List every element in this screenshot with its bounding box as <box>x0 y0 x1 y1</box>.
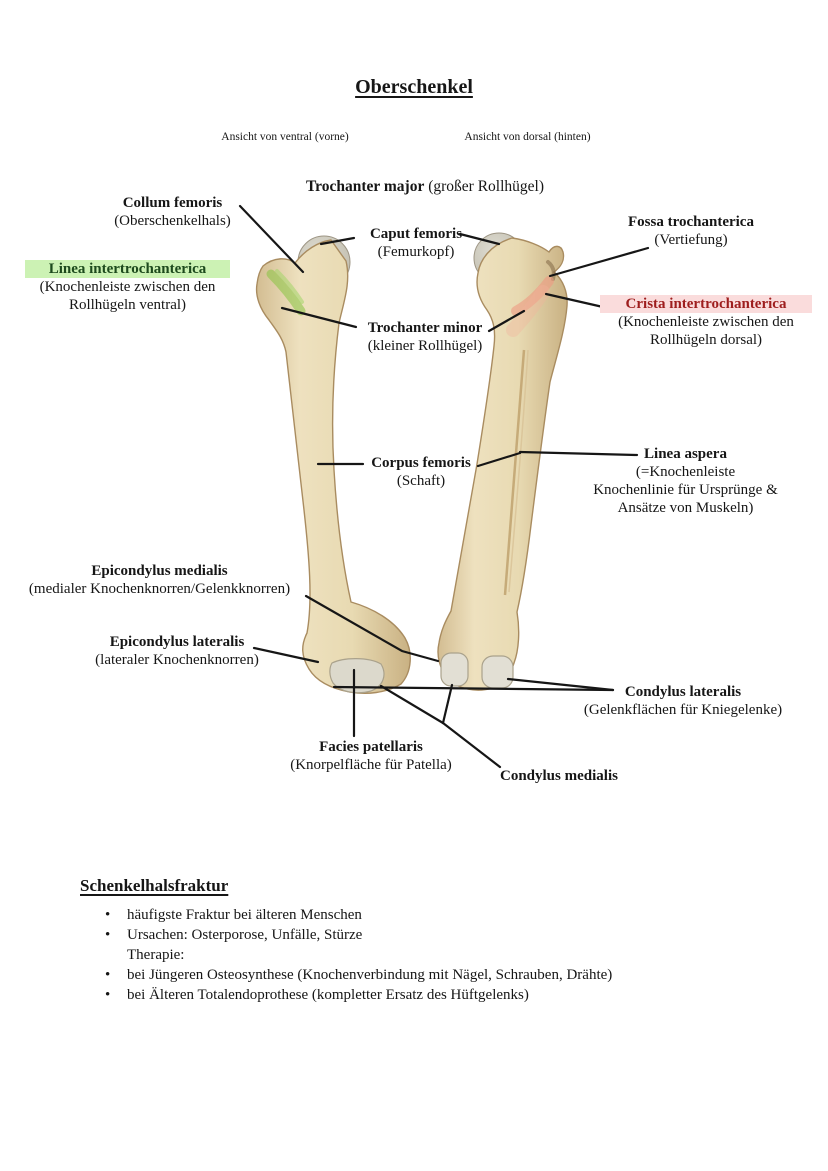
label-term-highlighted-pink: Crista intertrochanterica <box>600 295 812 313</box>
linea-intertrochanterica-marker-inner <box>275 269 304 304</box>
leader-condylus-lateralis-long <box>332 685 615 692</box>
condylus-lateralis-surface <box>481 655 514 689</box>
label-gloss: (Vertiefung) <box>654 232 728 248</box>
leader-crista-intertrochanterica <box>544 292 605 309</box>
bullet-marker <box>80 945 127 965</box>
label-gloss: (Schaft) <box>396 473 446 489</box>
leader-caput-femoris-left <box>319 236 356 246</box>
leader-condylus-lateralis-upper <box>506 677 615 692</box>
label-gloss: (Gelenkflächen für Kniegelenke) <box>583 702 783 718</box>
leader-corpus-femoris-right <box>476 451 522 468</box>
label-term: Trochanter major <box>305 178 425 195</box>
label-condylus-medialis: Condylus medialis <box>500 767 660 785</box>
label-term: Caput femoris <box>369 226 463 242</box>
fossa-trochanterica-notch <box>546 260 556 281</box>
label-term: Collum femoris <box>122 195 223 211</box>
bullet-marker: • <box>105 987 111 1003</box>
label-crista-intertrochanterica: Crista intertrochanterica (Knochenleiste… <box>600 295 812 349</box>
label-gloss: (Knorpelfläche für Patella) <box>290 757 452 773</box>
label-linea-aspera: Linea aspera (=Knochenleiste Knochenlini… <box>578 445 793 517</box>
list-item-text: bei Älteren Totalendoprothese (komplette… <box>127 987 529 1003</box>
bullet-marker: • <box>105 927 111 943</box>
leader-caput-femoris-right <box>458 232 501 246</box>
label-condylus-lateralis: Condylus lateralis (Gelenkflächen für Kn… <box>572 683 794 719</box>
list-item: • bei Jüngeren Osteosynthese (Knochenver… <box>80 965 780 985</box>
femur-dorsal-illustration <box>437 232 568 691</box>
leader-trochanter-minor-right <box>487 309 526 333</box>
linea-aspera-ridge <box>503 349 526 596</box>
label-epicondylus-lateralis: Epicondylus lateralis (lateraler Knochen… <box>83 633 271 669</box>
label-term-highlighted-green: Linea intertrochanterica <box>25 260 230 278</box>
label-gloss: (Oberschenkelhals) <box>114 213 231 229</box>
label-term: Condylus medialis <box>500 768 618 784</box>
list-item: • Ursachen: Osterporose, Unfälle, Stürze <box>80 925 780 945</box>
list-item: • bei Älteren Totalendoprothese (komplet… <box>80 985 780 1005</box>
bullet-marker: • <box>105 967 111 983</box>
label-collum-femoris: Collum femoris (Oberschenkelhals) <box>100 194 245 230</box>
facies-patellaris-surface <box>329 658 385 694</box>
list-item-text: bei Jüngeren Osteosynthese (Knochenverbi… <box>127 967 613 983</box>
label-term: Condylus lateralis <box>624 684 742 700</box>
leader-linea-aspera <box>518 450 639 457</box>
label-gloss: (medialer Knochenknorren/Gelenkknorren) <box>28 581 291 597</box>
notes-section: Schenkelhalsfraktur • häufigste Fraktur … <box>80 876 780 1005</box>
label-gloss: (lateraler Knochenknorren) <box>95 652 259 668</box>
label-term: Linea aspera <box>644 446 727 462</box>
label-term: Epicondylus lateralis <box>109 634 245 650</box>
label-term: Epicondylus medialis <box>91 563 228 579</box>
label-gloss: (kleiner Rollhügel) <box>367 338 483 354</box>
caption-ventral-view: Ansicht von ventral (vorne) <box>221 131 349 143</box>
leader-condylus-medialis-stem <box>441 721 502 769</box>
label-facies-patellaris: Facies patellaris (Knorpelfläche für Pat… <box>280 738 462 774</box>
crista-intertrochanterica-marker-soft <box>506 285 550 337</box>
label-term: Fossa trochanterica <box>628 214 754 230</box>
label-trochanter-minor: Trochanter minor (kleiner Rollhügel) <box>360 319 490 355</box>
notes-heading: Schenkelhalsfraktur <box>80 876 229 895</box>
list-item-text: Ursachen: Osterporose, Unfälle, Stürze <box>127 927 363 943</box>
label-gloss: (=Knochenleiste Knochenlinie für Ursprün… <box>593 464 778 516</box>
linea-aspera-ridge-light <box>508 349 529 593</box>
caption-dorsal-view: Ansicht von dorsal (hinten) <box>464 131 591 143</box>
leader-condylus-medialis-b <box>441 683 454 725</box>
label-gloss: (großer Rollhügel) <box>424 178 545 195</box>
label-gloss: (Femurkopf) <box>377 244 455 260</box>
leader-fossa-trochanterica <box>548 246 650 278</box>
page-title: Oberschenkel <box>355 76 473 98</box>
label-term: Facies patellaris <box>319 739 423 755</box>
leader-epicondylus-medialis <box>304 594 440 663</box>
label-fossa-trochanterica: Fossa trochanterica (Vertiefung) <box>611 213 771 249</box>
label-epicondylus-medialis: Epicondylus medialis (medialer Knochenkn… <box>12 562 307 598</box>
label-caput-femoris: Caput femoris (Femurkopf) <box>356 225 476 261</box>
label-trochanter-major: Trochanter major (großer Rollhügel) <box>240 178 610 196</box>
leader-collum-femoris <box>238 204 305 274</box>
label-corpus-femoris: Corpus femoris (Schaft) <box>360 454 482 490</box>
leader-trochanter-minor-left <box>280 306 358 329</box>
leader-epicondylus-lateralis <box>252 646 320 664</box>
list-item: • häufigste Fraktur bei älteren Menschen <box>80 905 780 925</box>
label-gloss: (Knochenleiste zwischen den Rollhügeln v… <box>39 279 216 313</box>
femur-ventral-illustration <box>255 235 411 694</box>
label-term: Corpus femoris <box>371 455 471 471</box>
list-item-text: häufigste Fraktur bei älteren Menschen <box>127 907 362 923</box>
leader-condylus-medialis-a <box>379 684 445 725</box>
annotation-leader-lines <box>238 204 650 769</box>
list-item: Therapie: <box>80 945 780 965</box>
femur-ventral-bone <box>255 239 411 694</box>
crista-intertrochanterica-marker <box>511 276 554 316</box>
label-linea-intertrochanterica: Linea intertrochanterica (Knochenleiste … <box>25 260 230 314</box>
list-item-text: Therapie: <box>127 947 185 963</box>
bullet-marker: • <box>105 907 111 923</box>
linea-intertrochanterica-marker <box>266 269 306 316</box>
label-term: Trochanter minor <box>367 320 483 336</box>
label-gloss: (Knochenleiste zwischen den Rollhügeln d… <box>618 314 794 348</box>
condylus-medialis-surface <box>440 652 469 687</box>
